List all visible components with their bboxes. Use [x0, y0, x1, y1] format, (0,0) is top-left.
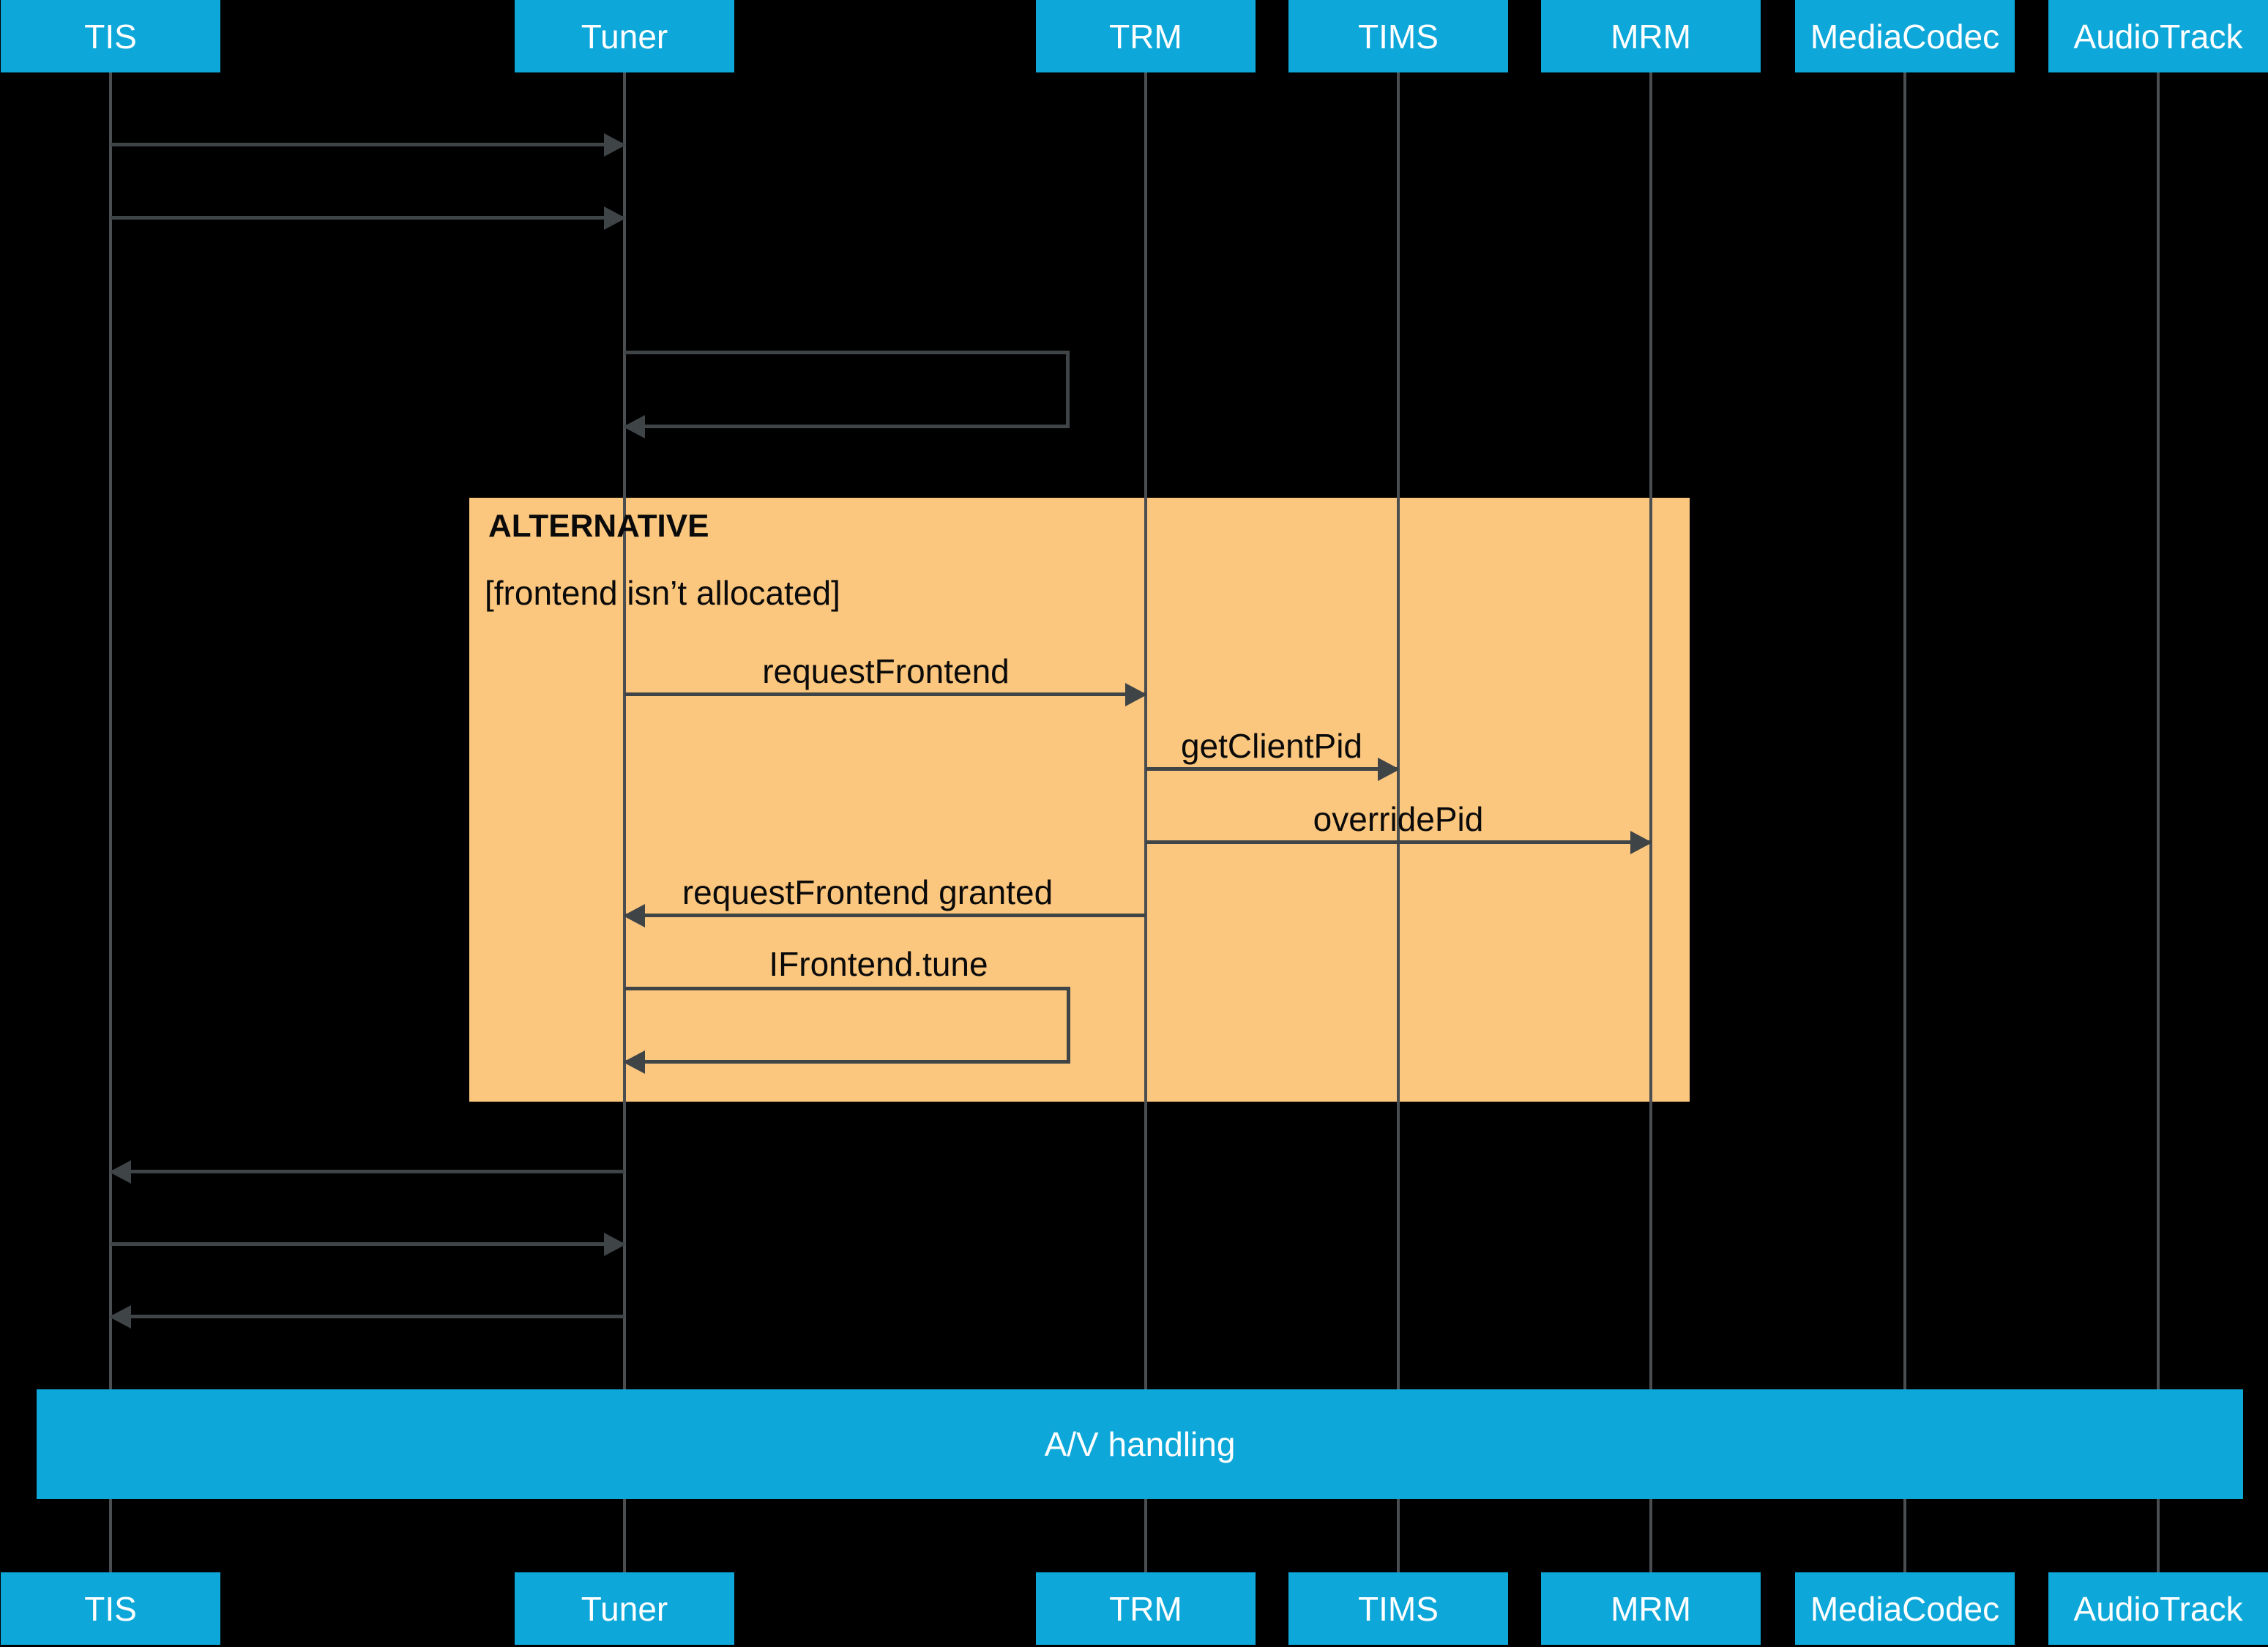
- participant-bottom-audiotrack: AudioTrack: [2048, 1572, 2268, 1645]
- participant-top-mediacodec: MediaCodec: [1795, 0, 2015, 72]
- message-label-ifrontend-tune: IFrontend.tune: [769, 945, 988, 983]
- message-label-requestfrontend-granted: requestFrontend granted: [682, 873, 1053, 911]
- participant-top-tuner: Tuner: [515, 0, 734, 72]
- av-handling-bar: A/V handling: [37, 1389, 2243, 1499]
- participant-top-tis: TIS: [1, 0, 220, 72]
- lifeline-tuner: [623, 72, 626, 1572]
- participant-top-trm: TRM: [1036, 0, 1256, 72]
- participant-label: TRM: [1109, 17, 1182, 56]
- lifeline-tis: [109, 72, 112, 1572]
- message-arrow-9: [111, 1170, 624, 1173]
- lifeline-trm: [1144, 72, 1147, 1572]
- participant-label: TIS: [84, 17, 137, 56]
- participant-label: AudioTrack: [2073, 17, 2243, 56]
- lifeline-audiotrack: [2157, 72, 2160, 1572]
- participant-top-audiotrack: AudioTrack: [2048, 0, 2268, 72]
- participant-label: TIMS: [1358, 1589, 1439, 1628]
- self-call-tuner-2: [623, 987, 1070, 1074]
- alt-fragment-condition: [frontend isn’t allocated]: [485, 574, 840, 612]
- message-arrow-10: [111, 1242, 624, 1246]
- alt-fragment-title: ALTERNATIVE: [488, 508, 709, 544]
- participant-label: TRM: [1109, 1589, 1182, 1628]
- participant-label: MediaCodec: [1810, 1589, 2000, 1628]
- participant-label: TIMS: [1358, 17, 1439, 56]
- self-call-tuner-1: [623, 351, 1070, 438]
- participant-label: TIS: [84, 1589, 137, 1628]
- participant-top-tims: TIMS: [1288, 0, 1508, 72]
- message-label-overridepid: overridePid: [1313, 800, 1484, 838]
- lifeline-mediacodec: [1903, 72, 1906, 1572]
- participant-label: MRM: [1611, 17, 1691, 56]
- participant-bottom-tims: TIMS: [1288, 1572, 1508, 1645]
- message-label-getclientpid: getClientPid: [1180, 727, 1363, 765]
- message-arrow-2: [111, 216, 624, 220]
- message-arrow-11: [111, 1315, 624, 1318]
- participant-label: Tuner: [581, 1589, 668, 1628]
- participant-top-mrm: MRM: [1541, 0, 1761, 72]
- participant-label: AudioTrack: [2073, 1589, 2243, 1628]
- participant-bottom-tis: TIS: [1, 1572, 220, 1645]
- message-arrow-requestfrontend-granted: [624, 914, 1146, 917]
- alt-fragment-box: [469, 498, 1690, 1102]
- lifeline-mrm: [1649, 72, 1652, 1572]
- participant-label: MRM: [1611, 1589, 1691, 1628]
- message-arrow-overridepid: [1146, 840, 1651, 844]
- participant-label: Tuner: [581, 17, 668, 56]
- av-handling-label: A/V handling: [1044, 1425, 1236, 1463]
- participant-bottom-mrm: MRM: [1541, 1572, 1761, 1645]
- lifeline-tims: [1397, 72, 1400, 1572]
- participant-label: MediaCodec: [1810, 17, 2000, 56]
- participant-bottom-trm: TRM: [1036, 1572, 1256, 1645]
- participant-bottom-tuner: Tuner: [515, 1572, 734, 1645]
- message-label-requestfrontend: requestFrontend: [762, 652, 1010, 690]
- message-arrow-getclientpid: [1146, 767, 1398, 771]
- message-arrow-1: [111, 143, 624, 146]
- participant-bottom-mediacodec: MediaCodec: [1795, 1572, 2015, 1645]
- message-arrow-requestfrontend: [624, 692, 1146, 696]
